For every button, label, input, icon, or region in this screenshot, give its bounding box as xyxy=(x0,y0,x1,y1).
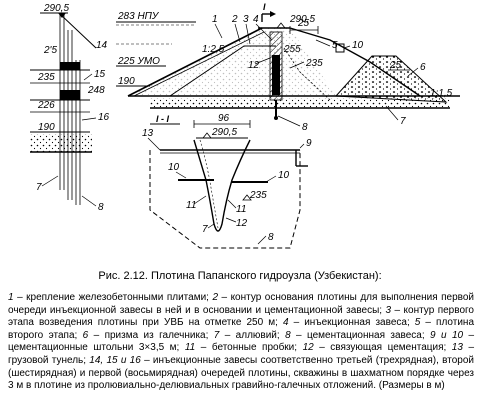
legend-number: 5 xyxy=(414,317,421,329)
label-10-section-right: 10 xyxy=(278,170,290,181)
legend-text: – цементационная завеса; xyxy=(290,329,431,341)
legend-number: 8 xyxy=(285,329,291,341)
label-3: 3 xyxy=(243,14,249,25)
legend-number: 12 xyxy=(302,342,314,354)
label-2: 2 xyxy=(231,14,238,25)
legend-number: 14, 15 и 16 xyxy=(89,354,141,366)
legend-number: 2 xyxy=(212,292,218,303)
slope-1-1-5: 1:1,5 xyxy=(430,88,453,99)
label-10-section-left: 10 xyxy=(168,162,180,173)
elev-96: 96 xyxy=(218,113,230,124)
label-11-left: 11 xyxy=(186,200,196,211)
label-8-left: 8 xyxy=(98,202,104,213)
label-8-section: 8 xyxy=(268,232,274,243)
label-12-section: 12 xyxy=(236,218,248,229)
legend-text: – инъекционная завеса; xyxy=(288,317,415,329)
section-mark-top: I xyxy=(263,2,266,12)
legend-text: – цементационные штольни 3×3,5 м; xyxy=(8,329,475,354)
legend-number: 9 и 10 xyxy=(430,329,464,341)
elev-25-right: 25 xyxy=(389,60,402,71)
elev-190-left: 190 xyxy=(38,122,55,133)
label-6: 6 xyxy=(420,62,426,73)
label-10-top: 10 xyxy=(352,40,364,51)
label-7-left: 7 xyxy=(36,182,42,193)
elev-290-5-top: 290,5 xyxy=(289,14,315,25)
legend-text: – контур основания плотины для выполнени… xyxy=(8,292,474,316)
label-14: 14 xyxy=(96,40,108,51)
legend-number: 6 xyxy=(82,329,89,341)
elev-235-section: 235 xyxy=(249,190,267,201)
section-title: I - I xyxy=(156,114,169,124)
legend-text: – контур первого этапа возведения плотин… xyxy=(8,304,474,329)
legend-number: 1 xyxy=(8,292,14,303)
left-detail: 290,5 2'5 14 235 248 226 15 16 190 7 xyxy=(30,3,110,213)
slope-1-2-5: 1:2,5 xyxy=(202,44,225,55)
legend-text: – плотина второго этапа; xyxy=(8,317,475,341)
label-5: 5 xyxy=(332,40,338,51)
elev-290-5-left: 290,5 xyxy=(43,3,69,14)
legend-text: – аллювий; xyxy=(219,329,286,341)
elev-190: 190 xyxy=(118,76,135,87)
main-cross-section: 283 НПУ 225 УМО 190 1:2,5 290,5 I 25 xyxy=(116,2,460,133)
figure-legend: 1 – крепление железобетонными плитами; 2… xyxy=(8,292,474,393)
elev-25-left: 2'5 xyxy=(43,45,57,56)
legend-text: – призма из галечника; xyxy=(88,329,214,341)
label-13: 13 xyxy=(142,128,154,139)
label-9: 9 xyxy=(306,138,312,149)
legend-number: 4 xyxy=(282,317,289,329)
legend-text: – крепление железобетонными плитами; xyxy=(13,292,213,303)
figure-caption: Рис. 2.12. Плотина Папанского гидроузла … xyxy=(98,270,382,282)
dam-cross-section-figure: 290,5 2'5 14 235 248 226 15 16 190 7 xyxy=(30,2,460,249)
legend-text: – инъекционные завесы соответственно тре… xyxy=(8,354,474,392)
elev-235-left: 235 xyxy=(37,72,55,83)
elev-226: 226 xyxy=(37,100,55,111)
legend-text: – грузовой тунель; xyxy=(8,342,475,366)
label-8-right: 8 xyxy=(302,122,308,133)
elev-225-umo: 225 УМО xyxy=(117,56,160,67)
legend-text: – бетонные пробки; xyxy=(195,342,303,354)
label-4: 4 xyxy=(253,14,259,25)
elev-235-right: 235 xyxy=(305,58,323,69)
label-1: 1 xyxy=(212,14,218,25)
legend-number: 11 xyxy=(184,342,196,354)
label-11-right: 11 xyxy=(236,204,246,215)
elev-290-5-section: 290,5 xyxy=(211,127,237,138)
elev-25-top: 25 xyxy=(297,18,310,29)
label-7-section: 7 xyxy=(202,224,208,235)
legend-text: – связующая цементация; xyxy=(313,342,452,354)
legend-number: 13 xyxy=(451,342,463,354)
section-i-i: I - I 13 96 290,5 9 10 10 235 11 1 xyxy=(142,113,312,249)
label-16: 16 xyxy=(98,112,110,123)
legend-number: 7 xyxy=(213,329,220,341)
label-15: 15 xyxy=(94,69,106,80)
elev-248: 248 xyxy=(87,85,105,96)
elev-283-npu: 283 НПУ xyxy=(117,11,160,22)
label-7-right: 7 xyxy=(400,116,406,127)
legend-number: 3 xyxy=(385,304,392,316)
